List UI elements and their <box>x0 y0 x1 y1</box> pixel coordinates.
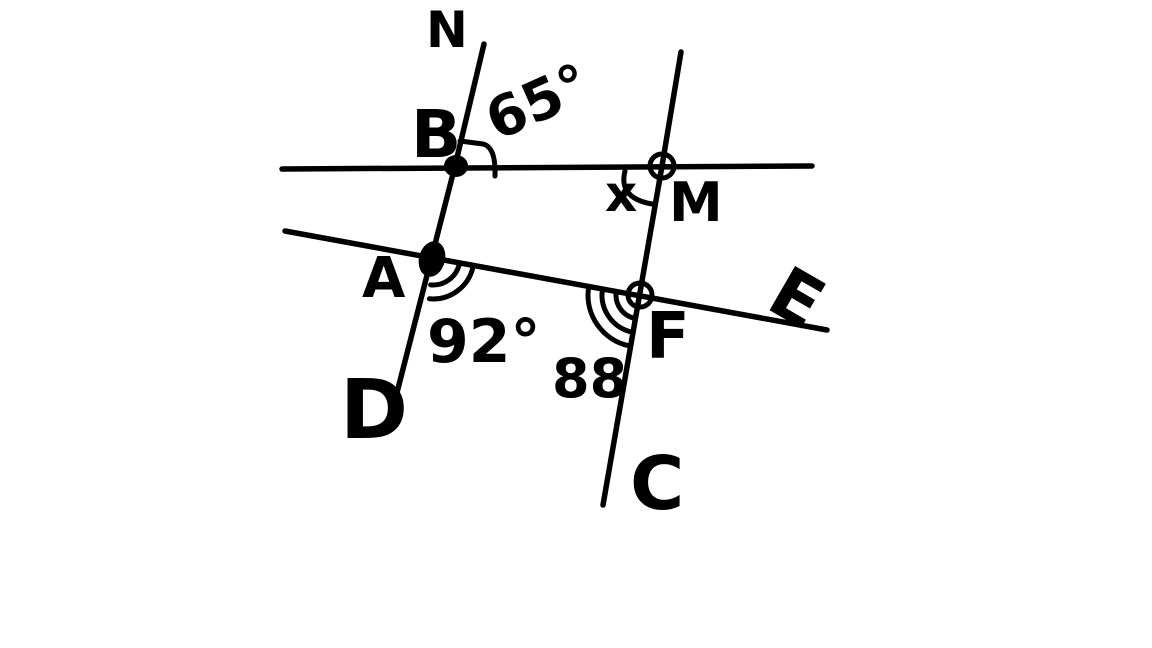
point-label-B: B <box>411 96 461 173</box>
angle-arc-at-A-outer <box>426 264 476 302</box>
angle-arc-at-F-outer <box>585 287 631 349</box>
circled-point-marker-M <box>647 151 677 181</box>
point-label-M: M <box>669 171 723 234</box>
angle-label-88: 88 <box>552 347 627 410</box>
point-label-A: A <box>362 246 406 311</box>
point-label-D: D <box>340 363 408 458</box>
angle-label-x: x <box>605 165 637 223</box>
angle-arc-at-F-middle <box>599 288 634 335</box>
top-transversal-line <box>279 163 815 172</box>
angle-arc-at-A-inner <box>428 261 462 288</box>
point-label-C: C <box>630 441 684 527</box>
angle-arc-at-M <box>621 168 655 207</box>
angle-label-65: 65° <box>476 51 599 153</box>
line-MC <box>600 49 684 508</box>
angle-label-92: 92° <box>427 307 541 377</box>
point-label-F: F <box>646 300 690 374</box>
angle-arc-at-F-inner <box>613 290 638 321</box>
circled-point-marker-F <box>625 280 655 310</box>
point-label-N: N <box>426 1 468 59</box>
bottom-line-AE <box>282 228 830 333</box>
filled-point-marker-B <box>444 155 468 177</box>
angle-mark-at-B <box>457 138 498 179</box>
filled-point-marker-A <box>418 241 446 277</box>
